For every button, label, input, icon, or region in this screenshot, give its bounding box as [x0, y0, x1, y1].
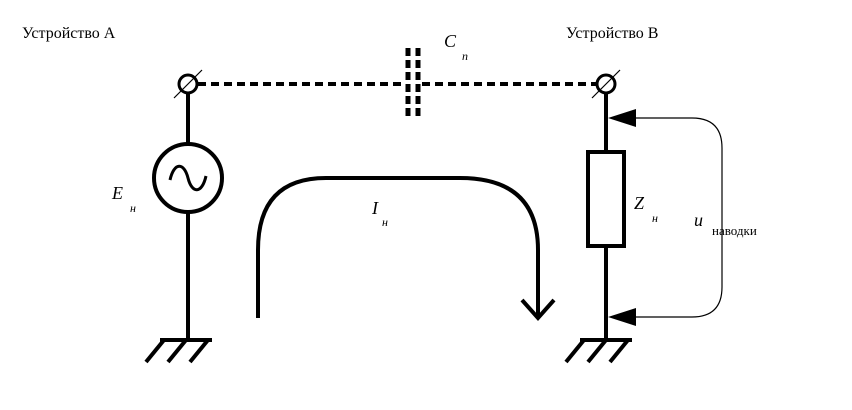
voltage-bracket [608, 109, 723, 326]
device-a-label: Устройство А [22, 25, 116, 42]
source-sub-label: н [130, 201, 136, 215]
current-sub-label: н [382, 215, 388, 229]
voltage-sub-label: наводки [712, 223, 757, 238]
ac-source [152, 142, 224, 214]
cap-sub-label: п [462, 49, 468, 63]
impedance-sub-label: н [652, 211, 658, 225]
source-label: Е [111, 183, 123, 203]
current-label: I [371, 198, 379, 218]
load-impedance [586, 150, 626, 248]
ground-b-icon [564, 338, 632, 364]
parasitic-capacitor [405, 48, 421, 118]
ground-a-icon [144, 338, 212, 364]
current-arrow [256, 176, 556, 322]
voltage-label: u [694, 210, 703, 230]
cap-label: С [444, 31, 457, 51]
device-b-label: Устройство В [566, 25, 658, 42]
terminal-b [591, 69, 621, 99]
impedance-label: Z [634, 193, 645, 213]
